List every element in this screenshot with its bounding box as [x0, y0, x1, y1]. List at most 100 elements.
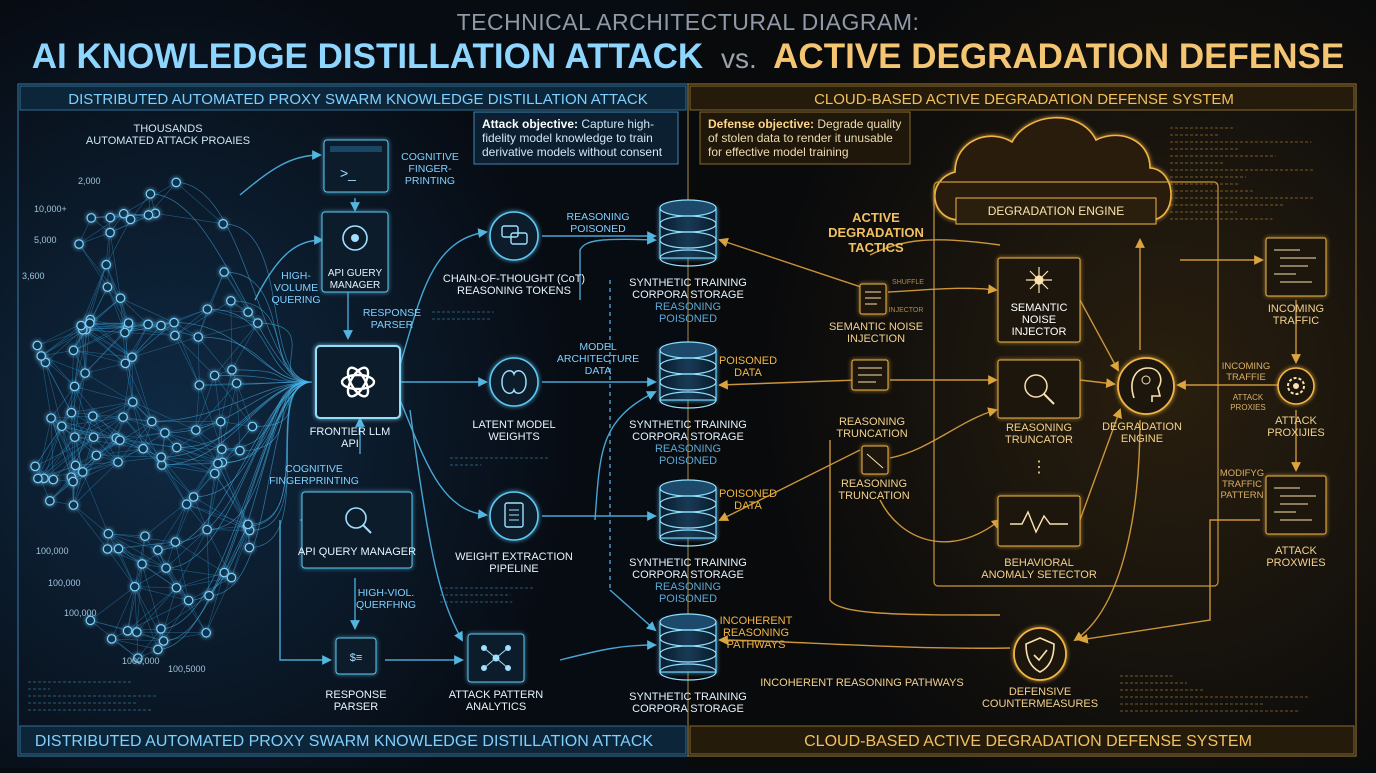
- proxy-node: [89, 433, 97, 441]
- cot-label: CHAIN-OF-THOUGHT (CoT): [443, 273, 585, 285]
- truncation-doc-b[interactable]: [862, 446, 888, 474]
- degradation-engine-core[interactable]: [1118, 358, 1174, 414]
- swarm-title-1: THOUSANDS: [133, 123, 202, 135]
- truncator-label: REASONING: [1006, 422, 1072, 434]
- semantic-noise-injector[interactable]: SEMANTIC NOISE INJECTOR: [998, 258, 1080, 342]
- cognitive-label: FINGER-: [408, 163, 452, 175]
- poisoned-data-label: DATA: [734, 367, 762, 379]
- attack-objective: Attack objective: Capture high- fidelity…: [482, 117, 663, 159]
- proxy-node: [58, 422, 66, 430]
- storage-label: SYNTHETIC TRAINING: [629, 419, 747, 431]
- attack-proxies-bottom-label: PROXWIES: [1266, 557, 1325, 569]
- frontier-llm-node[interactable]: [316, 346, 400, 418]
- terminal-node[interactable]: >_: [324, 140, 388, 192]
- incoherent-label: INCOHERENT: [720, 615, 793, 627]
- proxy-node: [121, 328, 129, 336]
- engine-core-label: ENGINE: [1121, 433, 1163, 445]
- truncation-label: TRUNCATION: [836, 428, 907, 440]
- swarm-count: 100,000: [48, 578, 81, 588]
- storage-label: REASONING: [655, 581, 721, 593]
- proxy-node: [69, 477, 77, 485]
- proxy-node: [184, 596, 192, 604]
- response-parser-node[interactable]: $≡: [336, 638, 376, 674]
- latent-label: WEIGHTS: [488, 431, 539, 443]
- proxy-node: [69, 501, 77, 509]
- api-query-manager-bottom[interactable]: API QUERY MANAGER: [298, 492, 416, 568]
- proxy-node: [103, 545, 111, 553]
- proxy-node: [78, 468, 86, 476]
- proxy-node: [172, 178, 180, 186]
- terminal-icon: >_: [340, 165, 356, 181]
- proxy-node: [146, 190, 154, 198]
- proxy-node: [203, 525, 211, 533]
- proxy-node: [37, 352, 45, 360]
- shuffle-label: SHUFFLE: [892, 279, 924, 286]
- reasoning-truncator[interactable]: [998, 360, 1080, 418]
- analytics-label: ATTACK PATTERN: [449, 689, 544, 701]
- proxy-node: [92, 451, 100, 459]
- anomaly-detector[interactable]: [998, 496, 1080, 546]
- proxy-node: [114, 458, 122, 466]
- incoming-small-label: INCOMING: [1222, 361, 1271, 372]
- proxy-node: [89, 412, 97, 420]
- swarm-count: 100,5000: [168, 664, 206, 674]
- engine-core-label: DEGRADATION: [1102, 421, 1182, 433]
- proxy-node: [157, 453, 165, 461]
- proxy-node: [81, 369, 89, 377]
- tactics-label: TACTICS: [848, 240, 904, 255]
- proxy-node: [47, 414, 55, 422]
- swarm-count: 3,600: [22, 271, 45, 281]
- proxy-node: [244, 520, 252, 528]
- truncation-doc-a[interactable]: [852, 360, 888, 390]
- proxy-node: [245, 543, 253, 551]
- defense-header: CLOUD-BASED ACTIVE DEGRADATION DEFENSE S…: [814, 91, 1234, 108]
- proxy-node: [162, 564, 170, 572]
- proxy-node: [141, 532, 149, 540]
- proxy-node: [232, 379, 240, 387]
- truncation-label: REASONING: [841, 478, 907, 490]
- proxy-node: [123, 627, 131, 635]
- latent-label: LATENT MODEL: [472, 419, 555, 431]
- proxy-node: [33, 341, 41, 349]
- proxy-node: [144, 211, 152, 219]
- proxy-node: [144, 320, 152, 328]
- incoming-traffic-node[interactable]: [1266, 238, 1326, 296]
- injector-label: INJECTOR: [1012, 326, 1067, 338]
- proxy-node: [104, 530, 112, 538]
- latent-weights-node[interactable]: [490, 358, 538, 406]
- api-query-manager-top[interactable]: API GUERY MANAGER: [322, 212, 388, 292]
- reasoning-poisoned-label: REASONING: [566, 211, 629, 223]
- proxy-node: [131, 582, 139, 590]
- swarm-count: 1000,000: [122, 656, 160, 666]
- attack-proxies-node[interactable]: [1266, 476, 1326, 534]
- proxy-node: [161, 429, 169, 437]
- proxy-node: [170, 318, 178, 326]
- high-viol-label: HIGH-VIOL.: [358, 587, 415, 599]
- proxy-node: [133, 628, 141, 636]
- high-volume-label: QUERING: [271, 294, 320, 306]
- weight-extraction-node[interactable]: [490, 492, 538, 540]
- attack-analytics-node[interactable]: [468, 634, 524, 682]
- semantic-noise-doc[interactable]: [860, 284, 886, 314]
- proxy-node: [71, 461, 79, 469]
- proxy-node: [75, 240, 83, 248]
- tactics-label: DEGRADATION: [828, 225, 924, 240]
- proxy-node: [31, 462, 39, 470]
- defensive-countermeasures[interactable]: [1014, 628, 1066, 680]
- proxy-node: [211, 469, 219, 477]
- poisoned-data-label: POISONED: [719, 488, 777, 500]
- attack-proxies-gear[interactable]: [1278, 368, 1314, 404]
- attack-proxies-label: PROXIJIES: [1267, 427, 1324, 439]
- response-parser-label: PARSER: [371, 319, 414, 331]
- response-parser-label: RESPONSE: [363, 307, 421, 319]
- proxy-node: [227, 297, 235, 305]
- proxy-node: [116, 436, 124, 444]
- title-main: AI KNOWLEDGE DISTILLATION ATTACK vs. ACT…: [32, 37, 1344, 76]
- proxy-node: [195, 381, 203, 389]
- storage-label: SYNTHETIC TRAINING: [629, 277, 747, 289]
- attack-proxies-label: ATTACK: [1275, 415, 1317, 427]
- truncation-label: REASONING: [839, 416, 905, 428]
- attack-header: DISTRIBUTED AUTOMATED PROXY SWARM KNOWLE…: [68, 91, 648, 108]
- llm-label: API: [341, 438, 359, 450]
- cot-node[interactable]: [490, 212, 538, 260]
